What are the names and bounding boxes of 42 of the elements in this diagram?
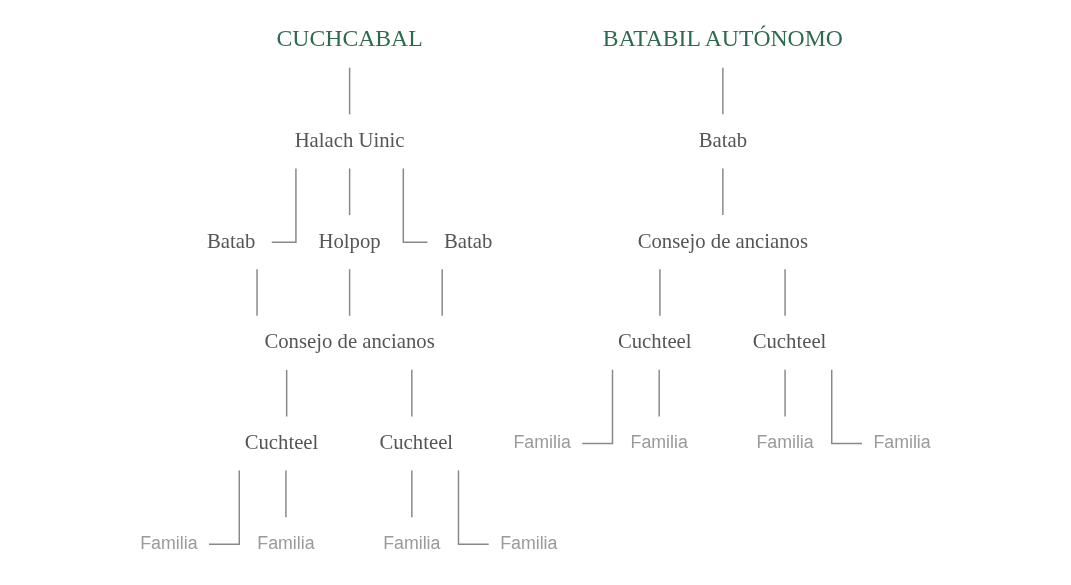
- connector: [581, 369, 614, 445]
- connector: [411, 469, 413, 518]
- connector: [722, 167, 724, 216]
- node-text: CUCHCABAL: [276, 25, 423, 52]
- node-text: Consejo de ancianos: [637, 229, 809, 252]
- connector: [348, 167, 351, 216]
- node-text: Consejo de ancianos: [264, 330, 435, 353]
- node-text: Cuchteel: [752, 330, 827, 353]
- node-text: Familia: [630, 432, 688, 453]
- connector: [722, 66, 724, 116]
- connector: [784, 268, 786, 317]
- node-text: Cuchteel: [617, 330, 692, 353]
- connector: [441, 268, 443, 317]
- connector: [348, 268, 351, 317]
- connector: [285, 469, 287, 518]
- node-text: Familia: [756, 432, 814, 453]
- connector: [285, 369, 288, 418]
- connector: [271, 167, 297, 243]
- connector: [658, 369, 660, 418]
- connector: [457, 469, 490, 546]
- node-text: Familia: [873, 432, 931, 453]
- node-text: Familia: [140, 532, 198, 553]
- node-text: Holpop: [318, 229, 381, 252]
- node-text: Halach Uinic: [294, 128, 405, 151]
- node-text: BATABIL AUTÓNOMO: [602, 25, 843, 52]
- node-text: Batab: [206, 229, 256, 252]
- node-text: Familia: [500, 532, 558, 553]
- connector: [411, 369, 413, 418]
- connector: [659, 268, 661, 317]
- connector: [402, 167, 429, 243]
- node-text: Batab: [443, 229, 493, 252]
- connector: [831, 369, 863, 445]
- node-text: Familia: [257, 532, 315, 553]
- node-text: Cuchteel: [244, 431, 319, 454]
- connector: [348, 66, 351, 116]
- connector: [208, 469, 240, 546]
- node-text: Cuchteel: [379, 431, 454, 454]
- node-text: Batab: [698, 128, 748, 151]
- connector: [784, 369, 786, 418]
- node-text: Familia: [513, 432, 571, 453]
- connector: [256, 268, 258, 317]
- node-text: Familia: [383, 532, 441, 553]
